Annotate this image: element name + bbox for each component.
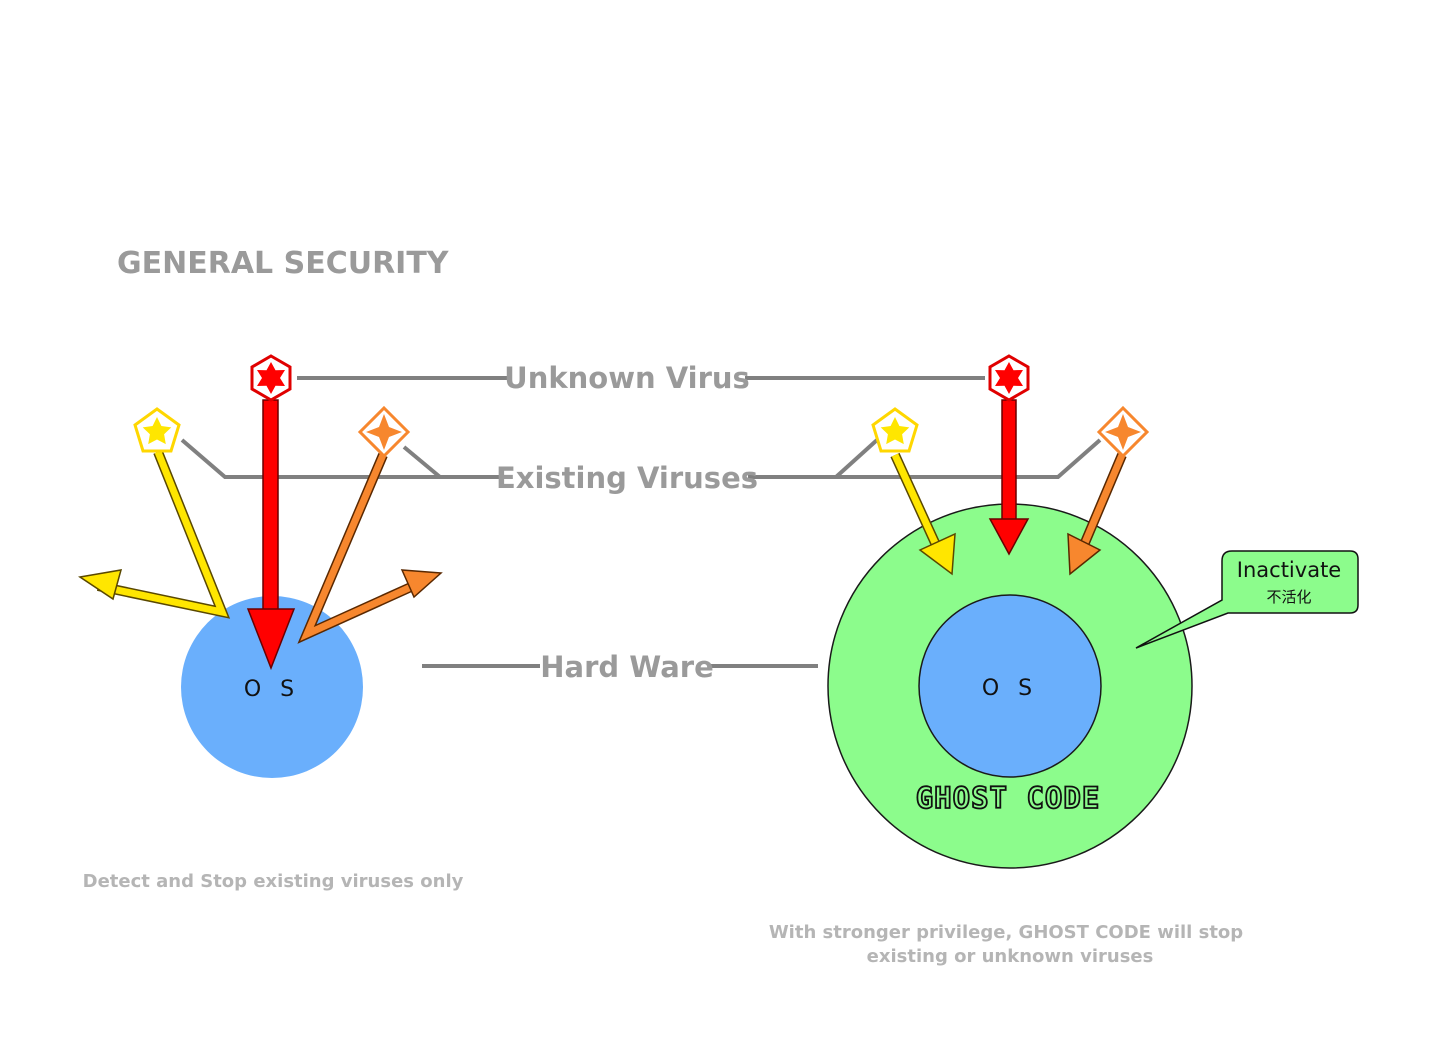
left-red-arrow bbox=[246, 399, 296, 671]
existing-viruses-connector-right-branch bbox=[834, 438, 879, 479]
right-orange-virus-icon bbox=[1097, 406, 1149, 458]
connector-lines bbox=[180, 376, 1102, 668]
existing-viruses-connector-left-branch bbox=[402, 445, 442, 479]
left-yellow-deflected-arrow bbox=[78, 450, 231, 619]
hardware-label: Hard Ware bbox=[540, 650, 714, 684]
right-orange-arrow bbox=[1067, 453, 1127, 576]
left-os-label: O S bbox=[244, 677, 300, 702]
right-yellow-virus-icon bbox=[871, 407, 919, 453]
callout-title: Inactivate bbox=[1237, 558, 1341, 582]
left-orange-virus-icon bbox=[358, 406, 410, 458]
existing-viruses-connector-left bbox=[180, 438, 508, 479]
left-unknown-virus-icon bbox=[250, 354, 292, 402]
left-caption: Detect and Stop existing viruses only bbox=[83, 871, 464, 892]
inactivate-callout: Inactivate 不活化 bbox=[1135, 550, 1359, 649]
ghost-code-diagram: O S GHOST CODE Inactivate 不活化 With st bbox=[769, 354, 1359, 967]
callout-subtitle: 不活化 bbox=[1266, 588, 1311, 606]
right-os-circle bbox=[918, 594, 1102, 778]
existing-viruses-connector-right bbox=[748, 438, 1102, 479]
right-unknown-virus-icon bbox=[988, 354, 1030, 402]
general-security-diagram: O S Detect and Stop existing viruses onl… bbox=[78, 354, 464, 892]
right-os-label: O S bbox=[982, 676, 1038, 701]
left-os-circle bbox=[181, 596, 363, 778]
right-yellow-arrow bbox=[890, 452, 956, 576]
existing-viruses-label: Existing Viruses bbox=[496, 461, 758, 495]
callout-bubble bbox=[1135, 550, 1359, 649]
ghost-code-label: GHOST CODE bbox=[916, 781, 1101, 815]
right-caption-line-2: existing or unknown viruses bbox=[867, 946, 1154, 967]
right-caption-line-1: With stronger privilege, GHOST CODE will… bbox=[769, 922, 1243, 943]
left-orange-deflected-arrow bbox=[297, 453, 443, 644]
left-yellow-virus-icon bbox=[133, 407, 181, 453]
page-title: GENERAL SECURITY bbox=[117, 246, 450, 281]
unknown-virus-label: Unknown Virus bbox=[504, 361, 750, 395]
